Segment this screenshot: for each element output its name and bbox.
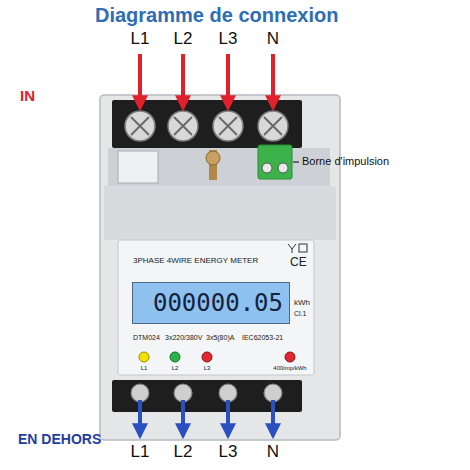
phase-label: L3: [219, 30, 238, 49]
clear-window: [108, 148, 330, 186]
meter-housing: [100, 95, 340, 440]
pulse-terminal: [258, 145, 292, 179]
led-label: L3: [204, 365, 211, 372]
phase-label: L1: [131, 30, 150, 49]
phase-label: L1: [131, 443, 150, 462]
meter-model-title: 3PHASE 4WIRE ENERGY METER: [133, 257, 258, 266]
led-label: L2: [172, 365, 179, 372]
pulse-rate: 400imp/kWh: [273, 365, 306, 372]
diagram-title: Diagramme de connexion: [95, 4, 338, 26]
led-l2: [170, 352, 180, 362]
output-arrows: [140, 400, 273, 436]
phase-label: L3: [219, 443, 238, 462]
standard-number: IEC62053-21: [242, 334, 283, 342]
display-reading: 000000.05: [153, 289, 283, 317]
leader-line: [293, 161, 299, 162]
seal-box: [118, 151, 158, 183]
input-label: IN: [20, 88, 35, 105]
model-number: DTM024: [133, 334, 160, 342]
led-l3: [202, 352, 212, 362]
callout-label: Borne d'impulsion: [302, 155, 389, 167]
brass-screw: [206, 151, 220, 165]
led-pulse: [285, 352, 295, 362]
front-panel: [118, 240, 314, 375]
ground-symbol: [288, 244, 307, 253]
phase-label: N: [267, 30, 279, 49]
input-arrows: [140, 54, 273, 108]
terminal-screws: [125, 111, 288, 141]
phase-label: N: [267, 443, 279, 462]
output-label: EN DEHORS: [18, 432, 101, 447]
ce-mark: CE: [290, 256, 307, 269]
phase-label: L2: [174, 30, 193, 49]
unit-label: kWh: [294, 299, 310, 308]
pulse-screws: [262, 163, 288, 173]
screw-slots: [131, 117, 282, 135]
led-l1: [139, 352, 149, 362]
lcd-display: 000000.05: [132, 282, 290, 324]
led-label: L1: [141, 365, 148, 372]
current-rating: 3x5(80)A: [206, 334, 234, 342]
phase-label: L2: [174, 443, 193, 462]
class-label: Cl.1: [294, 310, 306, 318]
voltage-rating: 3x220/380V: [165, 334, 202, 342]
terminal-screws: [131, 384, 282, 402]
housing-band: [104, 186, 336, 240]
